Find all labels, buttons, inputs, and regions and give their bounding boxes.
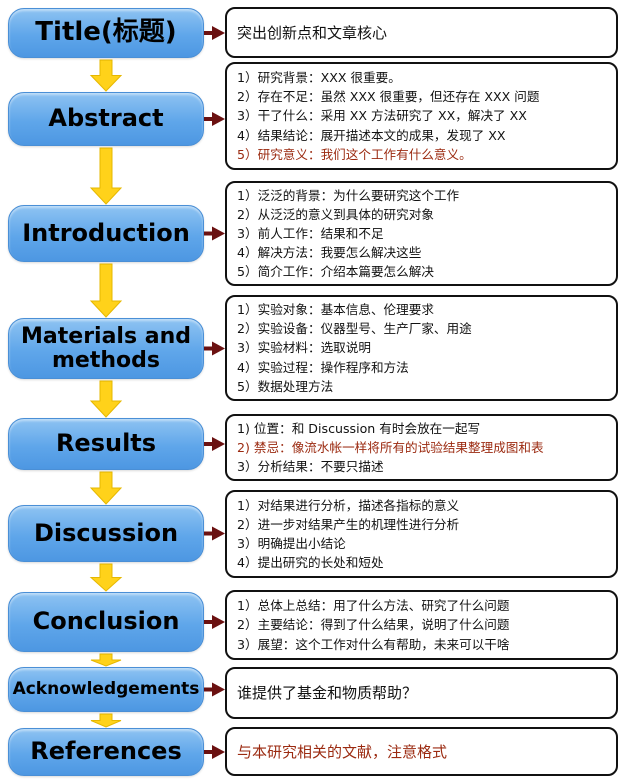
description-box-references: 与本研究相关的文献，注意格式 <box>225 727 618 776</box>
description-line: 2）进一步对结果产生的机理性进行分析 <box>237 516 460 532</box>
connector-arrow-icon <box>204 682 225 697</box>
section-pill-acknowledgements: Acknowledgements <box>8 667 204 712</box>
description-box-materials-and-methods: 1）实验对象：基本信息、伦理要求 2）实验设备：仪器型号、生产厂家、用途 3）实验材… <box>225 295 618 401</box>
description-line: 5）简介工作：介绍本篇要怎么解决 <box>237 264 434 280</box>
flow-arrow-icon <box>89 263 123 318</box>
description-line: 突出创新点和文章核心 <box>237 23 388 42</box>
description-line: 1）总体上总结：用了什么方法、研究了什么问题 <box>237 598 510 614</box>
section-pill-results: Results <box>8 418 204 470</box>
connector-arrow-icon <box>204 437 225 451</box>
description-line: 4）提出研究的长处和短处 <box>237 555 384 571</box>
connector-arrow-icon <box>204 745 225 759</box>
flow-arrow-icon <box>89 471 123 505</box>
description-line: 1）对结果进行分析，描述各指标的意义 <box>237 497 460 513</box>
description-line: 4）实验过程：操作程序和方法 <box>237 359 409 375</box>
flow-arrow-icon <box>89 563 123 592</box>
connector-arrow-icon <box>204 526 225 541</box>
description-line: 2）实验设备：仪器型号、生产厂家、用途 <box>237 321 472 337</box>
description-line: 与本研究相关的文献，注意格式 <box>237 742 448 761</box>
description-line: 1）实验对象：基本信息、伦理要求 <box>237 302 434 317</box>
description-line: 3）分析结果：不要只描述 <box>237 459 384 475</box>
description-line: 2) 禁忌：像流水帐一样将所有的试验结果整理成图和表 <box>237 439 544 455</box>
flow-arrow-icon <box>90 653 122 667</box>
connector-arrow-icon <box>204 226 225 241</box>
section-pill-discussion: Discussion <box>8 505 204 562</box>
description-line: 3）前人工作：结果和不足 <box>237 225 384 241</box>
connector-arrow-icon <box>204 112 225 126</box>
description-line: 2）主要结论：得到了什么结果，说明了什么问题 <box>237 617 510 633</box>
connector-arrow-icon <box>204 341 225 356</box>
flow-arrow-icon <box>89 59 123 92</box>
description-line: 3）明确提出小结论 <box>237 536 346 551</box>
description-line: 5）研究意义：我们这个工作有什么意义。 <box>237 146 472 162</box>
description-line: 5）数据处理方法 <box>237 378 334 394</box>
description-line: 3）干了什么：采用 XX 方法研究了 XX，解决了 XX <box>237 108 527 124</box>
flow-arrow-icon <box>89 380 123 418</box>
description-box-discussion: 1）对结果进行分析，描述各指标的意义 2）进一步对结果产生的机理性进行分析 3）明确… <box>225 490 618 578</box>
section-pill-references: References <box>8 728 204 776</box>
flow-arrow-icon <box>90 713 122 728</box>
description-box-title: 突出创新点和文章核心 <box>225 7 618 58</box>
description-line: 2）从泛泛的意义到具体的研究对象 <box>237 206 434 222</box>
section-pill-introduction: Introduction <box>8 205 204 262</box>
description-box-introduction: 1）泛泛的背景：为什么要研究这个工作 2）从泛泛的意义到具体的研究对象 3）前人工作… <box>225 181 618 286</box>
description-line: 4）解决方法：我要怎么解决这些 <box>237 245 422 261</box>
section-pill-title: Title(标题) <box>8 8 204 58</box>
description-line: 3）展望：这个工作对什么有帮助，未来可以干啥 <box>237 636 510 652</box>
description-box-abstract: 1）研究背景：XXX 很重要。 2）存在不足：虽然 XXX 很重要，但还存在 XX… <box>225 62 618 170</box>
description-line: 谁提供了基金和物质帮助？ <box>237 684 418 702</box>
description-box-acknowledgements: 谁提供了基金和物质帮助？ <box>225 667 618 719</box>
description-line: 1) 位置：和 Discussion 有时会放在一起写 <box>237 420 481 436</box>
flow-arrow-icon <box>89 147 123 205</box>
section-pill-abstract: Abstract <box>8 92 204 146</box>
description-box-conclusion: 1）总体上总结：用了什么方法、研究了什么问题 2）主要结论：得到了什么结果，说明了… <box>225 590 618 660</box>
description-box-results: 1) 位置：和 Discussion 有时会放在一起写 2) 禁忌：像流水帐一样将… <box>225 414 618 481</box>
connector-arrow-icon <box>204 615 225 629</box>
description-line: 2）存在不足：虽然 XXX 很重要，但还存在 XXX 问题 <box>237 89 540 105</box>
section-pill-materials-and-methods: Materials and methods <box>8 318 204 379</box>
description-line: 4）结果结论：展开描述本文的成果，发现了 XX <box>237 127 506 143</box>
connector-arrow-icon <box>204 26 225 40</box>
description-line: 1）研究背景：XXX 很重要。 <box>237 70 401 85</box>
description-line: 3）实验材料：选取说明 <box>237 340 371 356</box>
section-pill-conclusion: Conclusion <box>8 592 204 652</box>
description-line: 1）泛泛的背景：为什么要研究这个工作 <box>237 187 460 203</box>
